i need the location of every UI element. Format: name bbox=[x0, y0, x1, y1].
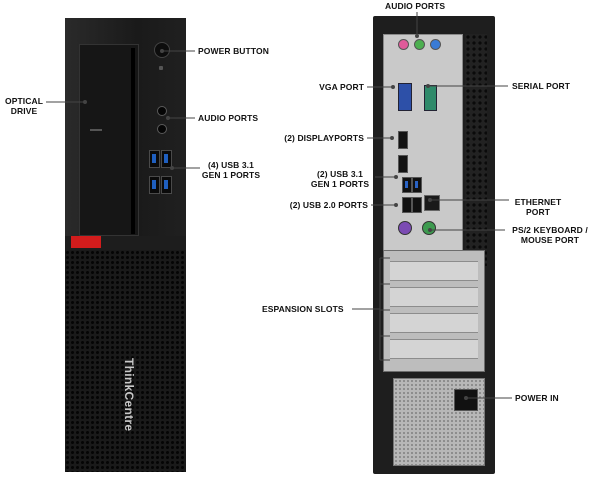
usb-port-front-1 bbox=[149, 150, 160, 168]
ps2-mouse-port bbox=[422, 221, 436, 235]
displayport-2 bbox=[398, 155, 408, 173]
label-usb-front-line2: GEN 1 PORTS bbox=[201, 170, 261, 180]
optical-eject-button bbox=[90, 129, 102, 131]
label-ethernet-line1: ETHERNET bbox=[514, 197, 562, 207]
power-supply bbox=[393, 378, 485, 466]
audio-port-blue bbox=[430, 39, 441, 50]
slot-cover-2 bbox=[390, 287, 478, 307]
label-power-button: POWER BUTTON bbox=[198, 46, 269, 56]
label-usb-back-line1: (2) USB 3.1 bbox=[317, 169, 363, 179]
vga-port bbox=[398, 83, 412, 111]
label-usb-back: (2) USB 3.1 GEN 1 PORTS bbox=[306, 169, 374, 189]
label-audio-front: AUDIO PORTS bbox=[198, 113, 259, 123]
serial-port bbox=[424, 85, 437, 111]
mic-jack bbox=[157, 124, 167, 134]
io-panel bbox=[383, 34, 463, 268]
label-audio-back: AUDIO PORTS bbox=[385, 1, 446, 11]
label-optical-line1: OPTICAL bbox=[4, 96, 43, 106]
headphone-jack bbox=[157, 106, 167, 116]
label-power-in: POWER IN bbox=[515, 393, 559, 403]
label-expansion-slots: ESPANSION SLOTS bbox=[262, 304, 344, 314]
label-displayports: (2) DISPLAYPORTS bbox=[284, 133, 364, 143]
power-icon bbox=[154, 42, 170, 58]
usb-port-front-4 bbox=[161, 176, 172, 194]
optical-drive-bay bbox=[79, 44, 139, 236]
label-ethernet-line2: PORT bbox=[525, 207, 550, 217]
label-ps2-line2: MOUSE PORT bbox=[520, 235, 580, 245]
label-usb-front-line1: (4) USB 3.1 bbox=[208, 160, 254, 170]
activity-led bbox=[159, 66, 163, 70]
back-tower bbox=[373, 16, 495, 474]
audio-port-pink bbox=[398, 39, 409, 50]
usb31-port-back-2 bbox=[412, 177, 422, 193]
slot-cover-4 bbox=[390, 339, 478, 359]
rear-vent bbox=[465, 34, 487, 266]
label-vga: VGA PORT bbox=[319, 82, 364, 92]
label-ps2: PS/2 KEYBOARD / MOUSE PORT bbox=[504, 225, 596, 245]
ps2-keyboard-port bbox=[398, 221, 412, 235]
front-upper-panel bbox=[65, 18, 186, 236]
displayport-1 bbox=[398, 131, 408, 149]
label-optical-drive: OPTICAL DRIVE bbox=[2, 96, 46, 116]
usb31-port-back-1 bbox=[402, 177, 412, 193]
front-vents bbox=[65, 250, 186, 472]
expansion-slots bbox=[383, 250, 485, 372]
usb20-port-2 bbox=[412, 197, 422, 213]
power-socket bbox=[454, 389, 478, 411]
label-ps2-line1: PS/2 KEYBOARD / bbox=[512, 225, 588, 235]
label-ethernet: ETHERNET PORT bbox=[508, 197, 568, 217]
usb20-port-1 bbox=[402, 197, 412, 213]
label-serial: SERIAL PORT bbox=[512, 81, 571, 91]
label-usb20: (2) USB 2.0 PORTS bbox=[289, 200, 368, 210]
label-optical-line2: DRIVE bbox=[10, 106, 38, 116]
ethernet-port bbox=[424, 195, 440, 211]
usb-port-front-2 bbox=[161, 150, 172, 168]
label-usb-back-line2: GEN 1 PORTS bbox=[310, 179, 370, 189]
slot-cover-3 bbox=[390, 313, 478, 333]
optical-slot bbox=[131, 48, 135, 234]
brand-badge bbox=[71, 236, 101, 248]
thinkcentre-logo: ThinkCentre bbox=[122, 358, 136, 432]
front-tower: ThinkCentre bbox=[65, 18, 186, 472]
audio-port-green bbox=[414, 39, 425, 50]
label-usb-front: (4) USB 3.1 GEN 1 PORTS bbox=[196, 160, 266, 180]
slot-cover-1 bbox=[390, 261, 478, 281]
usb-port-front-3 bbox=[149, 176, 160, 194]
